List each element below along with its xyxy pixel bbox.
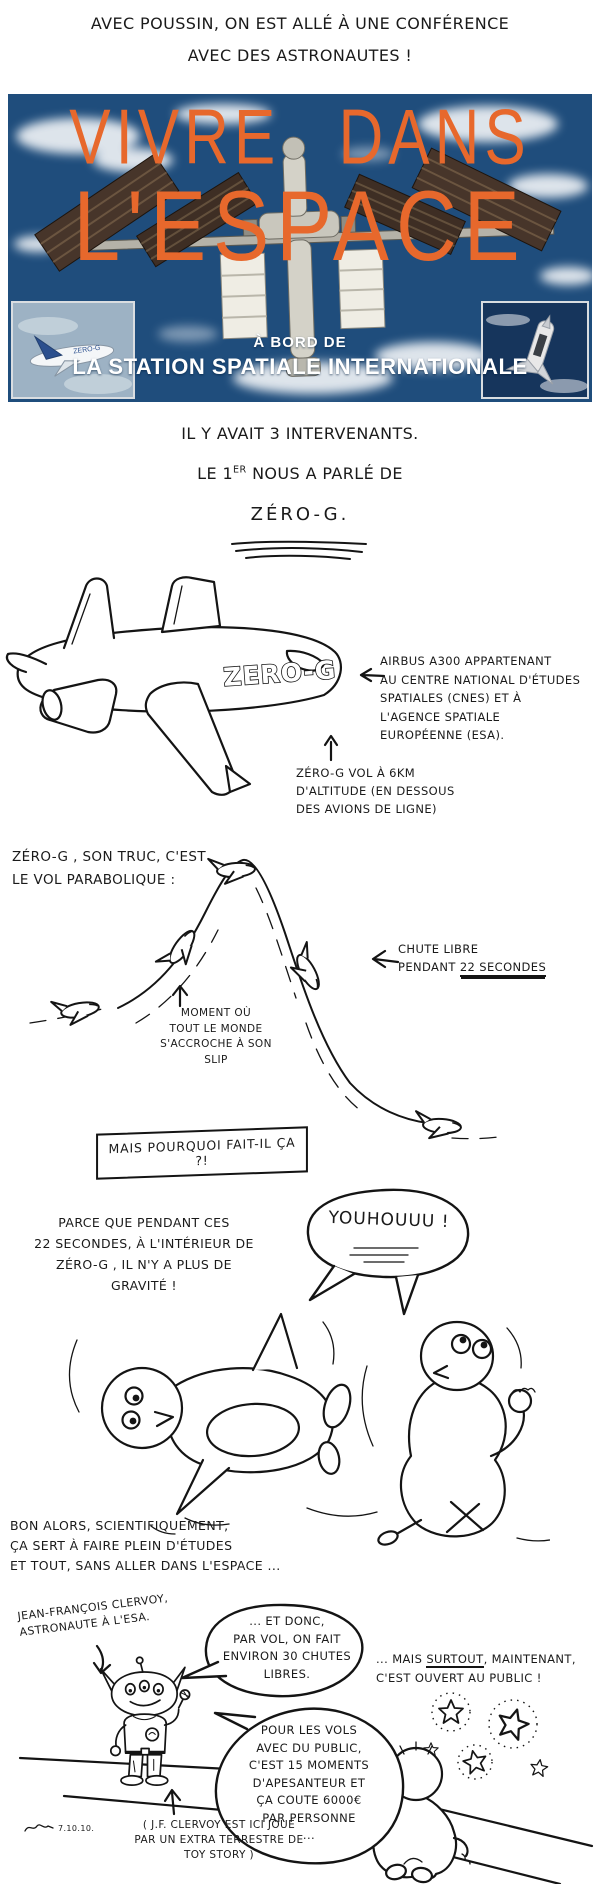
iss-solar-arrays-right [344, 147, 562, 256]
parabola-scene [29, 854, 505, 1142]
bird-body [399, 1376, 507, 1538]
airbus-inset-photo: ZERO-G [11, 301, 135, 399]
public-note-post: , MAINTENANT, [483, 1652, 576, 1666]
floating-birds-drawing [68, 1312, 550, 1546]
bird-tail-spike [251, 1312, 299, 1372]
science-note: BON ALORS, SCIENTIFIQUEMENT, ÇA SERT À F… [10, 1518, 281, 1573]
freefall-line-1: CHUTE LIBRE [398, 942, 479, 956]
winglet [224, 764, 252, 794]
bird-beak [432, 1364, 450, 1380]
moment-note: MOMENT OÙ TOUT LE MONDE S'ACCROCHE À SON… [160, 1007, 272, 1066]
intervenants-line-2-post: NOUS A PARLÉ DE [246, 464, 403, 483]
intro-line-1: AVEC POUSSIN, ON EST ALLÉ À UNE CONFÉREN… [90, 14, 510, 33]
iss-station [34, 136, 562, 377]
banner-subtitle-line-1: À BORD DE [253, 334, 347, 351]
rear-engine [39, 678, 118, 734]
parabola-path [117, 858, 429, 1124]
bubble-tail-left [308, 1264, 356, 1302]
fuselage-zero-g-label: ZERO-G [222, 655, 337, 692]
bubble-tail [213, 1711, 257, 1731]
intro-line-2: AVEC DES ASTRONAUTES ! [187, 46, 413, 65]
iss-radiators [219, 248, 386, 340]
bird-crossed-legs [445, 1500, 485, 1534]
plane-level-entry [50, 992, 102, 1029]
alien-badge [145, 1727, 160, 1742]
intervenants-line-2-pre: LE 1 [197, 464, 234, 483]
freefall-note: CHUTE LIBRE PENDANT 22 SECONDES [398, 940, 568, 977]
price-speech-bubble [213, 1707, 405, 1865]
iss-solar-arrays-left [34, 153, 259, 272]
alien-ear-left [99, 1668, 116, 1694]
bird-leg-spike [175, 1458, 231, 1516]
upper-wing [160, 576, 222, 634]
public-note-surtout: SURTOUT [426, 1652, 484, 1668]
airbus-annotation: AIRBUS A300 APPARTENANT AU CENTRE NATION… [380, 654, 581, 742]
alien-arm-right [163, 1708, 180, 1726]
parabola-intro-text: ZÉRO-G , SON TRUC, C'EST LE VOL PARABOLI… [12, 849, 207, 888]
banner-title-line-2: L'ESPACE [73, 170, 527, 282]
tail-fin [62, 577, 116, 650]
banner-title-line-1: VIVRE DANS [69, 94, 531, 181]
freefall-22-seconds: 22 SECONDES [459, 960, 547, 977]
bird-floating-right [361, 1320, 550, 1546]
signature-scribble [24, 1824, 54, 1832]
plane-climbing [154, 922, 205, 978]
flights-speech-bubble [180, 1603, 364, 1698]
public-note-pre: ... MAIS [376, 1652, 427, 1666]
bird-floating-left [68, 1312, 378, 1535]
bird-belly [205, 1402, 301, 1458]
left-arrow-icon [359, 667, 386, 683]
alien-head [110, 1671, 178, 1717]
freefall-seconds: SECONDES [475, 960, 547, 974]
underline-squiggle [231, 540, 367, 560]
youhou-speech-bubble [306, 1188, 470, 1316]
tail-stabilizer [5, 652, 48, 674]
public-note-line-2: C'EST OUVERT AU PUBLIC ! [376, 1671, 542, 1685]
author-signature: 7.10.10. [24, 1822, 94, 1834]
shuttle-inset-photo [481, 301, 589, 399]
toy-story-note: ( J.F. CLERVOY EST ICI JOUÉ PAR UN EXTRA… [134, 1819, 304, 1861]
alien-leg-right [146, 1753, 163, 1778]
inset-plane-label: ZERO-G [73, 345, 101, 356]
bird-beak [153, 1410, 175, 1428]
bird-wing-right [452, 1836, 469, 1858]
freefall-pendant: PENDANT [398, 960, 460, 974]
alien-leg-left [127, 1753, 144, 1778]
plane-level-exit [413, 1110, 463, 1142]
weightless-explanation: PARCE QUE PENDANT CES 22 SECONDES, À L'I… [34, 1215, 254, 1293]
freefall-22: 22 [459, 960, 476, 974]
freefall-line-2: PENDANT 22 SECONDES [398, 960, 547, 977]
intervenants-line-2: LE 1ER NOUS A PARLÉ DE [0, 464, 600, 483]
alien-arm-left [115, 1724, 127, 1748]
banner-subtitle-line-2: LA STATION SPATIALE INTERNATIONALE [72, 354, 528, 379]
signature-date: 7.10.10. [58, 1823, 95, 1833]
iss-modules [242, 136, 357, 377]
toy-story-arrow-icon [163, 1788, 182, 1816]
intervenants-ordinal: ER [233, 464, 247, 476]
speaker-arrow-icon [92, 1644, 112, 1675]
public-note: ... MAIS SURTOUT, MAINTENANT, C'EST OUVE… [376, 1650, 596, 1688]
bird-head [100, 1366, 184, 1450]
price-bubble-text: POUR LES VOLS AVEC DU PUBLIC, C'EST 15 M… [248, 1723, 370, 1842]
cockpit-window [285, 649, 326, 672]
freefall-arrow-icon [371, 949, 400, 969]
alien-speaker [99, 1656, 191, 1786]
flights-bubble-text: ... ET DONC, PAR VOL, ON FAIT ENVIRON 30… [222, 1614, 352, 1681]
altitude-annotation: ZÉRO-G VOL À 6KM D'ALTITUDE (EN DESSOUS … [296, 766, 455, 816]
fireworks-stars [423, 1692, 550, 1780]
moment-arrow-icon [171, 984, 189, 1008]
iss-photo-banner: ZERO-G [8, 94, 592, 402]
alien-smile [129, 1699, 161, 1707]
bubble-tail-bottom [394, 1273, 420, 1316]
bird-arm [489, 1406, 525, 1458]
intervenants-line-1: IL Y AVAIT 3 INTERVENANTS. [181, 424, 419, 443]
alien-antenna [135, 1656, 144, 1665]
zero-g-title: ZÉRO-G. [250, 504, 350, 525]
zero-g-airplane-drawing: ZERO-G [5, 576, 343, 796]
question-box: MAIS POURQUOI FAIT-IL ÇA ?! [96, 1126, 308, 1180]
up-arrow-icon [323, 734, 339, 762]
